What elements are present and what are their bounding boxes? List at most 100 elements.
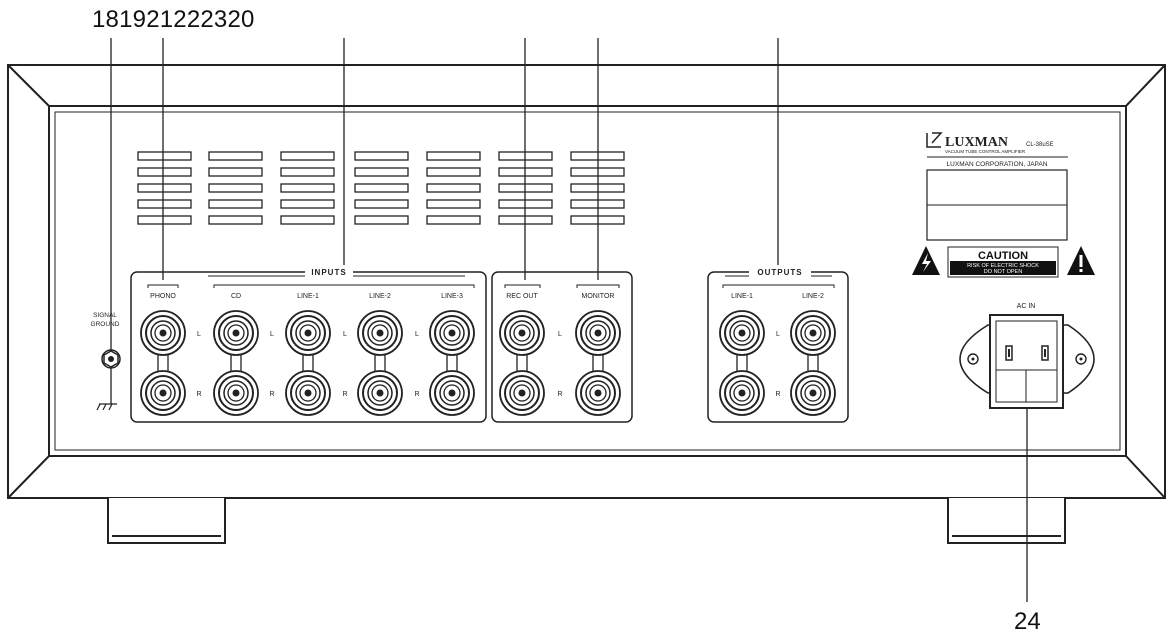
rca-jack[interactable] [213, 370, 259, 416]
outputs-section: OUTPUTS [707, 265, 849, 423]
rec-monitor-section [491, 271, 633, 423]
chassis-inner-panel [48, 105, 1127, 457]
vent-slot [426, 183, 481, 193]
signal-ground-label-1: SIGNAL [93, 312, 117, 319]
vent-slot [208, 199, 263, 209]
channel-left-label: L [415, 331, 419, 338]
feet [107, 498, 1066, 544]
exclamation-warning-icon [1067, 246, 1095, 275]
foot-left [107, 498, 226, 544]
signal-ground-label-2: GROUND [91, 321, 120, 328]
lightning-warning-icon [912, 246, 940, 275]
product-description: VACUUM TUBE CONTROL AMPLIFIER [945, 149, 1026, 154]
channel-left-label: L [343, 331, 347, 338]
model-name: CL-38uSE [1026, 142, 1054, 148]
ventilation-slots [137, 151, 625, 225]
rca-jacks [140, 310, 836, 416]
channel-labels: PHONO CD LINE-1 LINE-2 LINE-3 REC OUT MO… [150, 293, 824, 300]
rca-jack[interactable] [499, 370, 545, 416]
label-phono: PHONO [150, 293, 176, 300]
rca-jack[interactable] [140, 370, 186, 416]
vent-slot [280, 151, 335, 161]
rca-jack[interactable] [357, 370, 403, 416]
rca-jack[interactable] [719, 370, 765, 416]
channel-left-label: L [776, 331, 780, 338]
foot-right [947, 498, 1066, 544]
rca-jack[interactable] [429, 310, 475, 356]
top-callout-numbers: 181921222320 [92, 6, 255, 33]
vent-slot [137, 215, 192, 225]
rca-jack[interactable] [285, 370, 331, 416]
label-monitor: MONITOR [582, 293, 615, 300]
channel-right-label: R [269, 391, 274, 398]
vent-slot [280, 215, 335, 225]
vent-slot [426, 167, 481, 177]
vent-slot [137, 199, 192, 209]
brand-name: LUXMAN [945, 135, 1008, 150]
vent-slot [208, 215, 263, 225]
channel-left-label: L [558, 331, 562, 338]
manufacturer: LUXMAN CORPORATION, JAPAN [947, 161, 1048, 168]
channel-left-label: L [270, 331, 274, 338]
vent-slot [354, 183, 409, 193]
rca-jack[interactable] [429, 370, 475, 416]
caution-title: CAUTION [978, 250, 1028, 262]
rca-jack[interactable] [357, 310, 403, 356]
outputs-title: OUTPUTS [757, 268, 802, 277]
ground-symbol-icon [96, 403, 117, 411]
label-rec-out: REC OUT [506, 293, 538, 300]
label-line-1: LINE-1 [297, 293, 319, 300]
vent-slot [354, 151, 409, 161]
vent-slot [208, 183, 263, 193]
rca-jack[interactable] [285, 310, 331, 356]
ac-inlet: AC IN [959, 303, 1095, 409]
rca-jack[interactable] [499, 310, 545, 356]
caution-label: CAUTION RISK OF ELECTRIC SHOCK DO NOT OP… [912, 246, 1095, 278]
ac-in-label: AC IN [1017, 303, 1036, 310]
rca-jack[interactable] [790, 310, 836, 356]
signal-ground: SIGNAL GROUND [91, 312, 121, 411]
label-out-line-1: LINE-1 [731, 293, 753, 300]
channel-right-label: R [342, 391, 347, 398]
bottom-callout-number: 24 [1014, 608, 1041, 635]
vent-slot [354, 199, 409, 209]
vent-slot [208, 151, 263, 161]
vent-slot [354, 215, 409, 225]
caution-line-2: DO NOT OPEN [984, 269, 1022, 275]
vent-slot [137, 167, 192, 177]
vent-slot [280, 183, 335, 193]
vent-slot [280, 199, 335, 209]
rec-monitor-box [491, 271, 633, 423]
label-line-3: LINE-3 [441, 293, 463, 300]
channel-left-label: L [197, 331, 201, 338]
label-plate: LUXMAN CL-38uSE VACUUM TUBE CONTROL AMPL… [926, 132, 1068, 241]
channel-right-label: R [414, 391, 419, 398]
rca-jack[interactable] [575, 370, 621, 416]
vent-slot [426, 199, 481, 209]
inputs-title: INPUTS [311, 268, 346, 277]
label-brackets [147, 284, 835, 288]
vent-slot [426, 215, 481, 225]
chassis [7, 64, 1166, 499]
label-cd: CD [231, 293, 241, 300]
vent-slot [208, 167, 263, 177]
luxman-logo-icon [926, 132, 943, 148]
rca-jack[interactable] [719, 310, 765, 356]
rca-jack[interactable] [213, 310, 259, 356]
inputs-section: INPUTS [130, 265, 487, 423]
label-out-line-2: LINE-2 [802, 293, 824, 300]
channel-right-label: R [196, 391, 201, 398]
rca-jack[interactable] [140, 310, 186, 356]
vent-slot [280, 167, 335, 177]
rca-jack[interactable] [575, 310, 621, 356]
caution-line-1: RISK OF ELECTRIC SHOCK [967, 263, 1039, 269]
label-line-2: LINE-2 [369, 293, 391, 300]
vent-slot [137, 151, 192, 161]
rca-jack[interactable] [790, 370, 836, 416]
vent-slot [137, 183, 192, 193]
channel-right-label: R [557, 391, 562, 398]
chassis-outer [7, 64, 1166, 499]
